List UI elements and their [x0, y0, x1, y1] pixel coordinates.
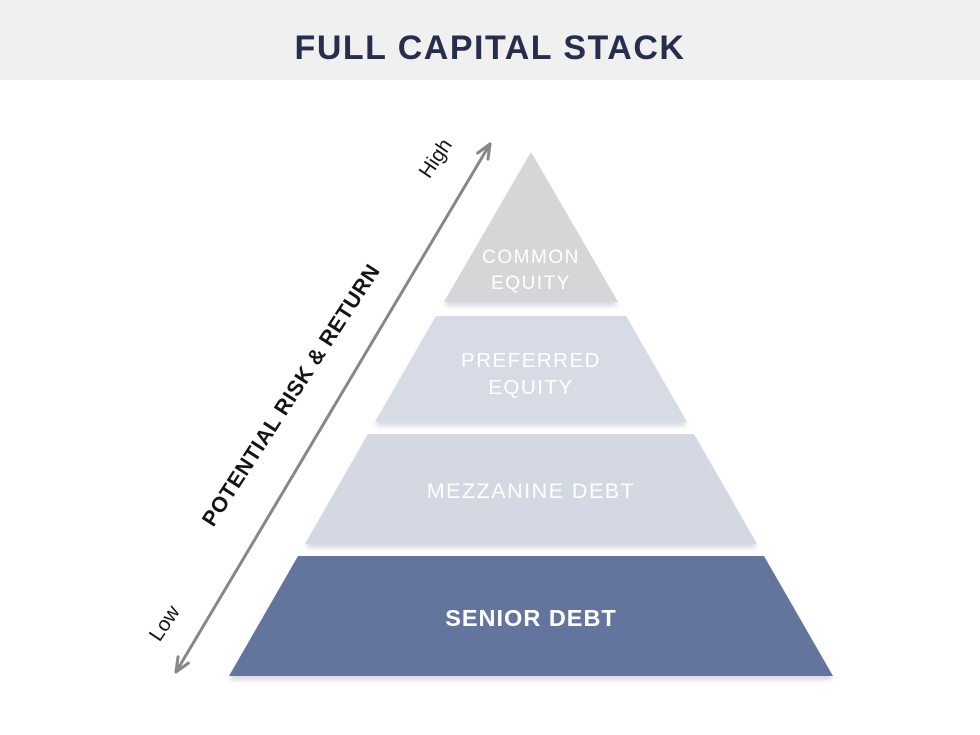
- label-preferred-equity-line2: EQUITY: [488, 376, 573, 399]
- axis-arrow-line: [174, 142, 492, 674]
- label-preferred-equity-line1: PREFERRED: [461, 349, 601, 372]
- arrow-up-icon: [476, 142, 492, 161]
- axis-high-label: High: [414, 134, 457, 182]
- layer-preferred-equity: [375, 316, 687, 422]
- layer-senior-debt: [229, 556, 833, 676]
- label-mezzanine-debt: MEZZANINE DEBT: [427, 479, 636, 503]
- pyramid: COMMON EQUITY PREFERRED EQUITY MEZZANINE…: [229, 152, 833, 676]
- label-common-equity-line1: COMMON: [482, 247, 580, 268]
- header-band: [0, 0, 980, 80]
- layer-mezzanine-debt: [305, 434, 757, 544]
- label-senior-debt: SENIOR DEBT: [445, 605, 617, 631]
- axis-low-label: Low: [145, 601, 185, 645]
- page-title: FULL CAPITAL STACK: [295, 29, 686, 67]
- layer-common-equity: [444, 152, 618, 302]
- label-common-equity-line2: EQUITY: [491, 273, 571, 294]
- arrow-down-icon: [174, 655, 190, 674]
